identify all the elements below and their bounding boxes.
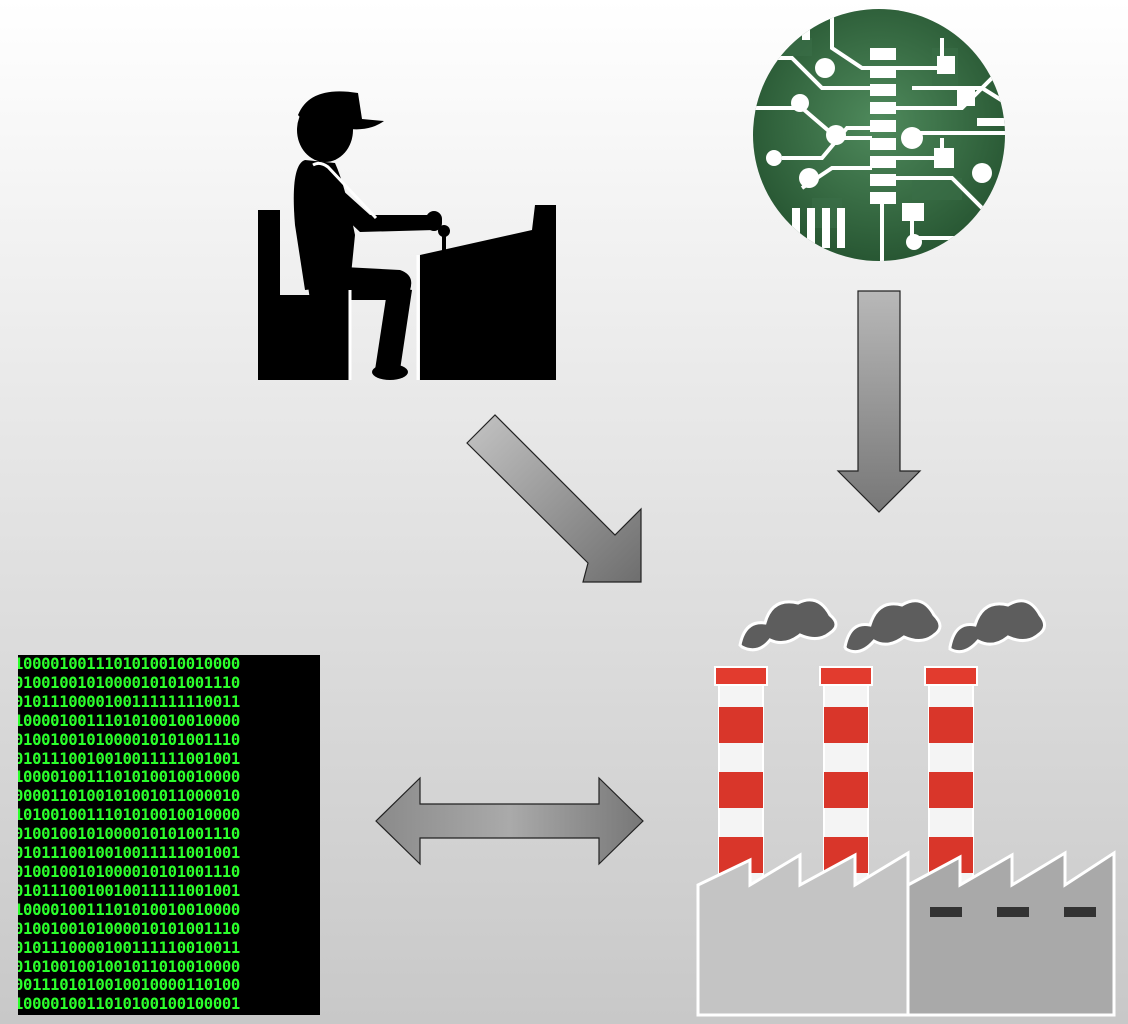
factory-icon [696,598,1116,1017]
factory-node [690,585,1120,1020]
binary-row: 0100100101000010101001110 [18,1014,320,1015]
binary-row: 0101110010010011111001001 [18,749,240,768]
binary-factory-bidirectional-arrow [375,776,644,866]
binary-row: 1000010011010100100100001 [18,995,240,1014]
circuit-node [752,8,1006,262]
binary-row: 0101110010010011111001001 [18,881,240,900]
binary-row: 0000110100101001011000010 [18,787,240,806]
binary-row: 0100100101000010101001110 [18,919,240,938]
binary-row: 0101110010010011111001001 [18,844,240,863]
binary-row: 0100100101000010101001110 [18,673,240,692]
binary-row: 0101110000100111111110011 [18,692,240,711]
binary-row: 1000010011101010010010000 [18,711,240,730]
binary-row: 0101001001001011010010000 [18,957,240,976]
binary-row: 0100100101000010101001110 [18,730,240,749]
operator-at-control-panel-icon [258,91,556,380]
binary-row: 1010010011101010010010000 [18,806,240,825]
binary-row: 0011101010010010000110100 [18,976,240,995]
binary-row: 1000010011101010010010000 [18,655,240,673]
circuit-to-factory-arrow [836,290,922,513]
operator-to-factory-arrow [466,414,642,583]
binary-row: 0100100101000010101001110 [18,862,240,881]
binary-row: 0100100101000010101001110 [18,825,240,844]
binary-row: 1000010011101010010010000 [18,768,240,787]
operator-node [250,85,562,385]
circuit-board-icon [753,9,1005,261]
binary-row: 0101110000100111110010011 [18,938,240,957]
binary-row: 1000010011101010010010000 [18,900,240,919]
